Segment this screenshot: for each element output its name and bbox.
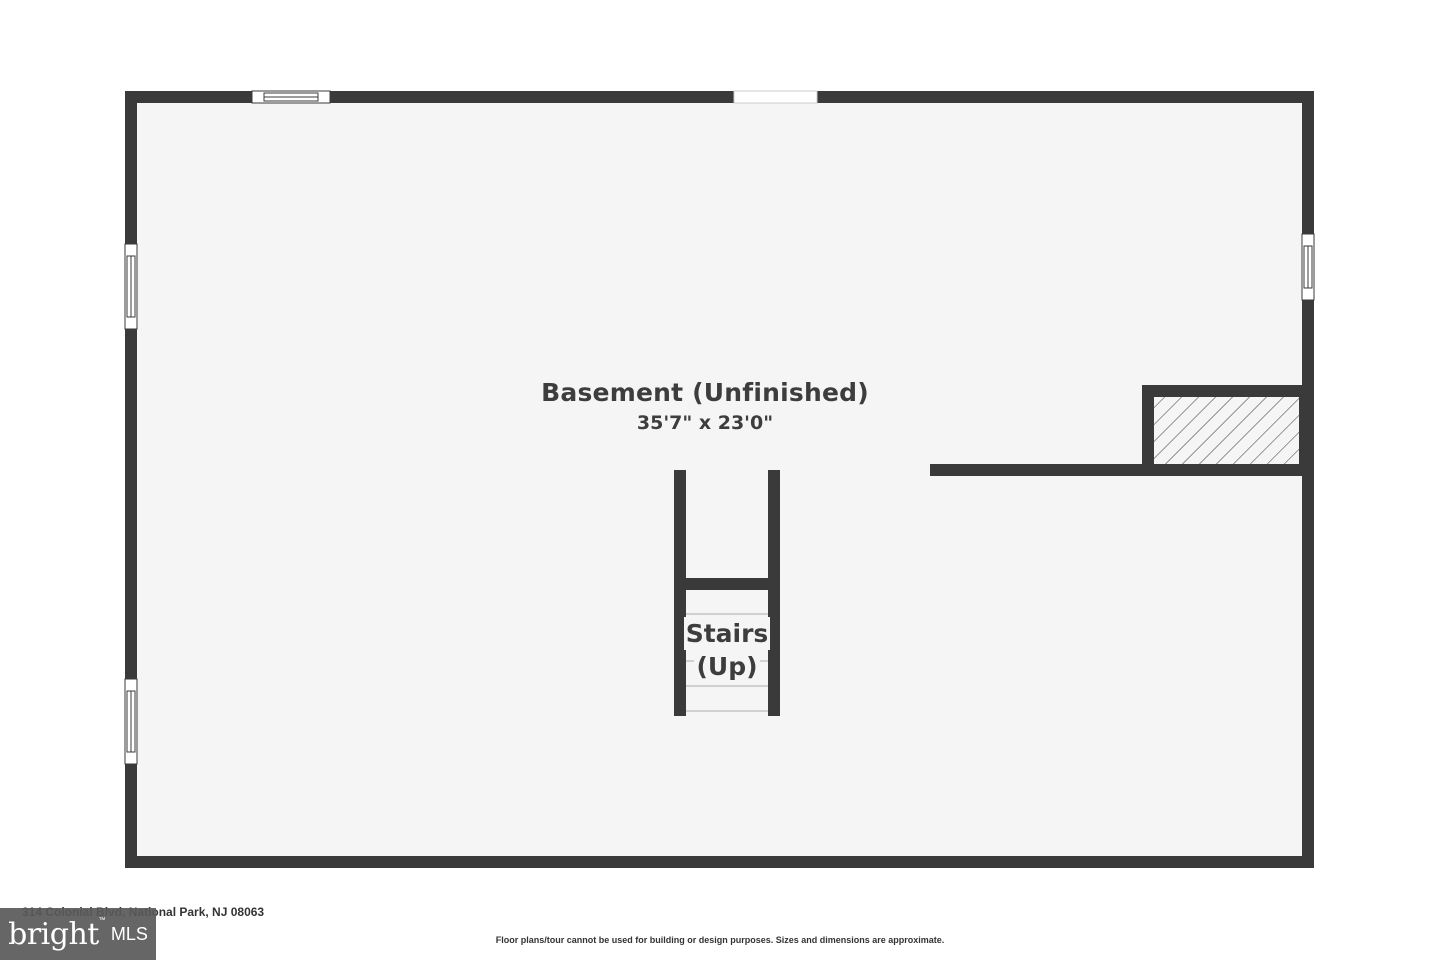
stairs-label-line1: Stairs xyxy=(683,617,771,650)
room-dimensions: 35'7" x 23'0" xyxy=(636,412,774,434)
outer-wall xyxy=(125,91,1314,868)
room-name: Basement (Unfinished) xyxy=(541,378,869,407)
window-left-upper xyxy=(124,243,138,330)
opening-top xyxy=(733,90,818,104)
stairs-label: Stairs (Up) xyxy=(677,617,777,683)
utility-area xyxy=(1142,385,1311,476)
brand-suffix: MLS xyxy=(110,923,148,944)
disclaimer-text: Floor plans/tour cannot be used for buil… xyxy=(495,935,945,945)
window-right xyxy=(1301,233,1315,301)
window-left-lower xyxy=(124,678,138,765)
brand-trademark: ™ xyxy=(98,916,105,924)
basement-floor xyxy=(131,97,1308,862)
stairs-label-line2: (Up) xyxy=(694,650,760,683)
window-top-left xyxy=(251,90,331,104)
